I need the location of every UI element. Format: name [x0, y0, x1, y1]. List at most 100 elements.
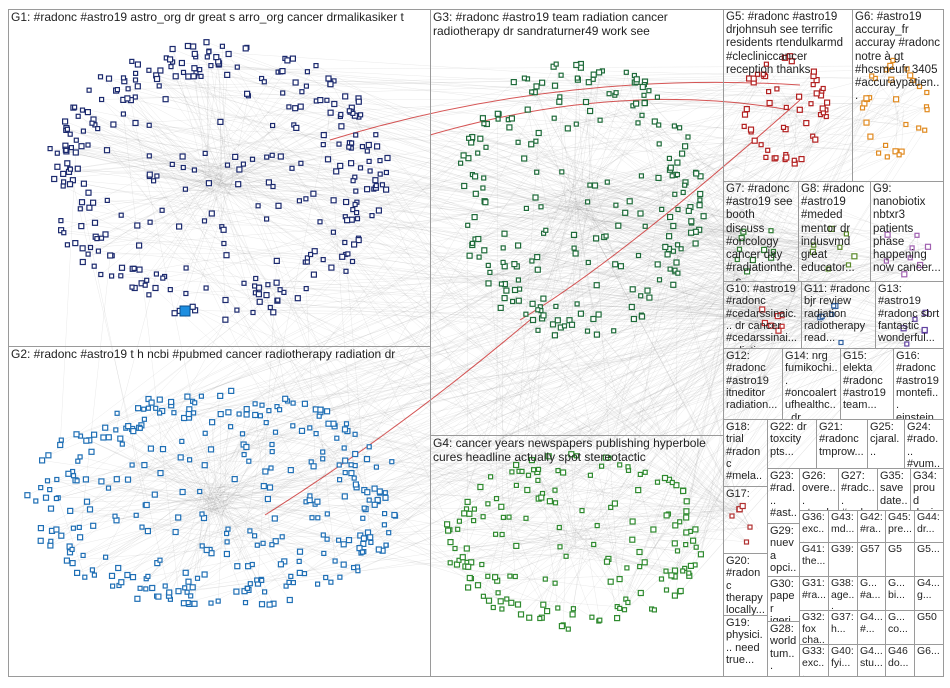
group-box-g4x[interactable]: G4... #... [857, 610, 886, 645]
group-box-g29[interactable]: G29: nueva opci... [767, 523, 800, 577]
group-label-g26: G26: overe... stand... immu... [802, 470, 836, 511]
group-label-g21: G21: #radonc tmprow... [819, 421, 865, 458]
group-box-g12[interactable]: G12: #radonc #astro19 itneditor radiatio… [723, 348, 783, 420]
group-box-g26[interactable]: G26: overe... stand... immu... [799, 468, 839, 511]
group-label-g14: G14: nrg fumikochi... #oncoalert ufhealt… [785, 350, 838, 420]
group-label-gc: G... co... [888, 612, 912, 635]
group-label-g31: G31: #ra... [802, 578, 826, 601]
group-label-g6: G6: #astro19 accuray_fr accuray #radonc … [855, 11, 941, 104]
group-box-g8[interactable]: G8: #radonc #astro19 #meded mentor dr in… [798, 181, 871, 282]
group-label-g38: G38: age... [831, 578, 855, 611]
group-box-g45[interactable]: G45: pre... [885, 510, 915, 543]
group-box-g37[interactable]: G37: h... [828, 610, 858, 645]
group-box-g7[interactable]: G7: #radonc #astro19 see booth discuss #… [723, 181, 799, 282]
group-box-g4[interactable]: G4: cancer years newspapers publishing h… [430, 435, 724, 677]
group-box-g22[interactable]: G22: dr toxcity pts... [767, 419, 817, 469]
group-box-g2[interactable]: G2: #radonc #astro19 t h ncbi #pubmed ca… [8, 346, 431, 677]
group-label-g15: G15: elekta #radonc #astro19 team... [843, 350, 891, 412]
group-box-g43[interactable]: G43: md... [828, 510, 858, 543]
group-label-g42: G42: #ra... [860, 512, 883, 543]
group-label-g2: G2: #radonc #astro19 t h ncbi #pubmed ca… [11, 348, 428, 362]
group-label-g10: G10: #astro19 #radonc #cedarssinaic... d… [726, 283, 799, 349]
group-box-g50[interactable]: G50 [914, 610, 944, 645]
group-label-g33: G33: exc... topi... [802, 646, 826, 677]
group-box-g33[interactable]: G33: exc... topi... [799, 644, 829, 677]
group-box-g38[interactable]: G38: age... [828, 576, 858, 611]
group-label-g50: G50 [917, 612, 941, 624]
group-box-g19[interactable]: G19: physici... need true... [723, 615, 768, 677]
group-box-g5y[interactable]: G5... [914, 542, 944, 577]
group-box-ga[interactable]: G... #a... [857, 576, 886, 611]
group-box-g24[interactable]: G24: #rado... #vum... [904, 419, 944, 469]
group-box-g20[interactable]: G20: #radonc therapy locally... [723, 553, 768, 616]
group-label-g23: G23: #rad... #ast... #me... [770, 470, 797, 524]
group-box-g10[interactable]: G10: #astro19 #radonc #cedarssinaic... d… [723, 281, 802, 349]
group-box-g4y[interactable]: G4... stu... [857, 644, 886, 677]
group-label-g32: G32: fox cha... [802, 612, 826, 645]
group-label-g4x: G4... #... [860, 612, 883, 635]
group-box-g40[interactable]: G40: fyi... [828, 644, 858, 677]
group-box-g9[interactable]: G9: nanobiotix nbtxr3 patients phase hap… [870, 181, 944, 282]
group-label-g8: G8: #radonc #astro19 #meded mentor dr in… [801, 183, 868, 276]
group-label-g13: G13: #astro19 #radonc sbrt fantastic won… [878, 283, 941, 345]
group-label-g24: G24: #rado... #vum... [907, 421, 941, 469]
group-label-g45: G45: pre... [888, 512, 912, 535]
group-box-g6[interactable]: G6: #astro19 accuray_fr accuray #radonc … [852, 9, 944, 182]
group-box-g4z[interactable]: G4... g... [914, 576, 944, 611]
group-label-gb: G... bi... [888, 578, 912, 601]
group-box-g6x[interactable]: G6... [914, 644, 944, 677]
group-box-g1[interactable]: G1: #radonc #astro19 astro_org dr great … [8, 9, 431, 347]
group-box-g11[interactable]: G11: #radonc bjr review radiation radiot… [801, 281, 876, 349]
group-label-g39: G39: [831, 544, 855, 556]
group-label-g4z: G4... g... [917, 578, 941, 601]
group-box-g5[interactable]: G5: #radonc #astro19 drjohnsuh see terri… [723, 9, 853, 182]
group-box-g28[interactable]: G28: world tum... [767, 621, 800, 677]
group-label-g1: G1: #radonc #astro19 astro_org dr great … [11, 11, 428, 25]
group-label-g5y: G5... [917, 544, 941, 556]
group-box-g35[interactable]: G35: save date... [877, 468, 911, 511]
group-label-g3: G3: #radonc #astro19 team radiation canc… [433, 11, 721, 38]
group-label-g36: G36: exc... edit... [802, 512, 826, 543]
group-box-g30[interactable]: G30: paper jgeri... [767, 576, 800, 622]
group-label-g11: G11: #radonc bjr review radiation radiot… [804, 283, 873, 345]
group-box-gc[interactable]: G... co... [885, 610, 915, 645]
group-label-g17: G17: [726, 488, 765, 500]
group-box-g27[interactable]: G27: #radc... #radc... [838, 468, 878, 511]
group-box-g39[interactable]: G39: [828, 542, 858, 577]
group-box-g18[interactable]: G18: trial #radonc #mela... melan... [723, 419, 768, 487]
group-box-g44[interactable]: G44: dr... [914, 510, 944, 543]
group-label-g57: G57 [860, 544, 883, 556]
group-box-g31[interactable]: G31: #ra... [799, 576, 829, 611]
group-box-g23[interactable]: G23: #rad... #ast... #me... [767, 468, 800, 524]
group-box-g21[interactable]: G21: #radonc tmprow... [816, 419, 868, 469]
group-box-g32[interactable]: G32: fox cha... [799, 610, 829, 645]
group-label-g30: G30: paper jgeri... [770, 578, 797, 622]
group-label-g6x: G6... [917, 646, 941, 658]
group-box-g36[interactable]: G36: exc... edit... [799, 510, 829, 543]
group-label-g5: G5: #radonc #astro19 drjohnsuh see terri… [726, 11, 850, 77]
group-box-g3[interactable]: G3: #radonc #astro19 team radiation canc… [430, 9, 724, 436]
group-label-g5x: G5 [888, 544, 912, 556]
group-box-g5x[interactable]: G5 [885, 542, 915, 577]
group-label-g40: G40: fyi... [831, 646, 855, 669]
group-box-g16[interactable]: G16: #radonc #astro19 montefi... einstei… [893, 348, 944, 420]
group-label-g4y: G4... stu... [860, 646, 883, 669]
group-label-g16: G16: #radonc #astro19 montefi... einstei… [896, 350, 941, 420]
group-label-g34: G34: proud davi... [913, 470, 941, 511]
group-box-g14[interactable]: G14: nrg fumikochi... #oncoalert ufhealt… [782, 348, 841, 420]
group-box-g42[interactable]: G42: #ra... [857, 510, 886, 543]
group-label-g29: G29: nueva opci... [770, 525, 797, 577]
group-label-g25: G25: cjaral... [870, 421, 902, 458]
group-label-ga: G... #a... [860, 578, 883, 601]
group-box-g15[interactable]: G15: elekta #radonc #astro19 team... [840, 348, 894, 420]
group-box-g41[interactable]: G41: the... [799, 542, 829, 577]
group-box-gb[interactable]: G... bi... [885, 576, 915, 611]
group-label-g28: G28: world tum... [770, 623, 797, 672]
group-box-g13[interactable]: G13: #astro19 #radonc sbrt fantastic won… [875, 281, 944, 349]
group-box-g17[interactable]: G17: [723, 486, 768, 554]
group-box-g25[interactable]: G25: cjaral... [867, 419, 905, 469]
group-box-g46[interactable]: G46 do... [885, 644, 915, 677]
group-box-g57[interactable]: G57 [857, 542, 886, 577]
group-label-g43: G43: md... [831, 512, 855, 535]
group-box-g34[interactable]: G34: proud davi... [910, 468, 944, 511]
